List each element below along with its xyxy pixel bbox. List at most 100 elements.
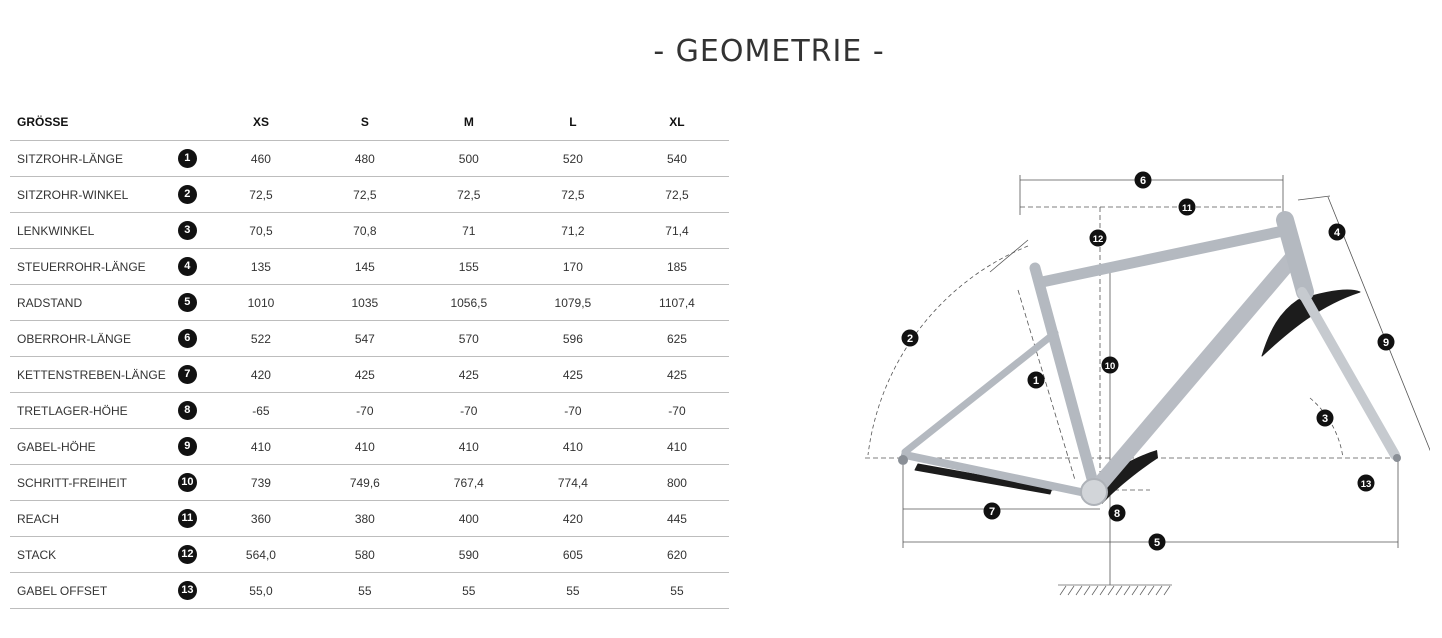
- value-cell: -70: [624, 392, 729, 429]
- downtube-guard: [1100, 450, 1158, 504]
- marker-label: 1: [1033, 375, 1039, 387]
- value-cell: 72,5: [209, 176, 313, 213]
- row-number-badge: 3: [177, 221, 197, 240]
- dimension-marker-1: 1: [1027, 371, 1045, 389]
- row-number-cell: 11: [165, 500, 209, 537]
- marker-circle: [1101, 356, 1119, 374]
- value-cell: 620: [624, 536, 729, 573]
- dimension-marker-6: 6: [1134, 171, 1152, 189]
- dim-tick-seat: [989, 239, 1029, 273]
- row-number-badge: 5: [177, 293, 197, 312]
- value-cell: 1056,5: [416, 284, 521, 321]
- dim-line-seat-tube: [1017, 289, 1076, 481]
- value-cell: 410: [624, 428, 729, 465]
- value-cell: 72,5: [520, 176, 625, 213]
- chain-stay: [901, 451, 1099, 499]
- marker-circle: [1377, 333, 1395, 351]
- row-label: OBERROHR-LÄNGE: [10, 320, 166, 357]
- value-cell: 135: [209, 248, 313, 285]
- marker-circle: [1316, 409, 1334, 427]
- dimension-marker-2: 2: [901, 329, 919, 347]
- row-number-cell: 2: [165, 176, 209, 213]
- value-cell: 55: [520, 572, 625, 609]
- row-label: GABEL OFFSET: [10, 572, 166, 609]
- row-label: STACK: [10, 536, 166, 573]
- marker-circle: [1089, 229, 1107, 247]
- marker-label: 3: [1322, 413, 1328, 425]
- size-header-xl: XL: [624, 104, 729, 141]
- value-cell: 564,0: [209, 536, 313, 573]
- dim-line-fork-height: [1327, 196, 1430, 452]
- value-cell: 420: [209, 356, 313, 393]
- front-dropout: [1393, 454, 1401, 462]
- value-cell: 420: [520, 500, 625, 537]
- row-number-cell: 4: [165, 248, 209, 285]
- head-tube: [1276, 211, 1314, 301]
- row-label: STEUERROHR-LÄNGE: [10, 248, 166, 285]
- row-number-cell: 9: [165, 428, 209, 465]
- value-cell: 596: [520, 320, 625, 357]
- marker-circle: [1148, 533, 1166, 551]
- row-number-badge: 9: [177, 437, 197, 456]
- row-number-badge: 1: [177, 149, 197, 168]
- row-number-badge: 13: [177, 581, 197, 600]
- dim-tick-headtube: [1297, 195, 1331, 201]
- dimension-marker-3: 3: [1316, 409, 1334, 427]
- value-cell: 55: [416, 572, 521, 609]
- marker-circle: [1357, 474, 1375, 492]
- value-cell: 520: [520, 140, 625, 177]
- row-number-badge: 10: [177, 473, 197, 492]
- row-number-cell: 6: [165, 320, 209, 357]
- value-cell: 380: [312, 500, 417, 537]
- dimension-marker-10: 10: [1101, 356, 1119, 374]
- value-cell: 55,0: [209, 572, 313, 609]
- top-tube: [1036, 224, 1294, 288]
- dimension-lines: [865, 175, 1430, 585]
- row-number-cell: 12: [165, 536, 209, 573]
- dimension-marker-9: 9: [1377, 333, 1395, 351]
- row-label: SITZROHR-LÄNGE: [10, 140, 166, 177]
- marker-circle: [901, 329, 919, 347]
- row-number-cell: 13: [165, 572, 209, 609]
- value-cell: 410: [312, 428, 417, 465]
- value-cell: 774,4: [520, 464, 625, 501]
- value-cell: 540: [624, 140, 729, 177]
- row-label: SCHRITT-FREIHEIT: [10, 464, 166, 501]
- value-cell: 580: [312, 536, 417, 573]
- value-cell: 71,2: [520, 212, 625, 249]
- row-number-badge: 8: [177, 401, 197, 420]
- bottom-bracket: [1080, 478, 1108, 506]
- row-number-cell: 7: [165, 356, 209, 393]
- value-cell: 1035: [312, 284, 417, 321]
- row-number-cell: 1: [165, 140, 209, 177]
- row-number-badge: 7: [177, 365, 197, 384]
- seat-tube: [1029, 262, 1101, 496]
- size-header-xs: XS: [209, 104, 313, 141]
- marker-label: 8: [1114, 508, 1120, 520]
- value-cell: 71: [416, 212, 521, 249]
- value-cell: 767,4: [416, 464, 521, 501]
- row-number-badge: 6: [177, 329, 197, 348]
- value-cell: -65: [209, 392, 313, 429]
- value-cell: 522: [209, 320, 313, 357]
- value-cell: 70,8: [312, 212, 417, 249]
- row-label: TRETLAGER-HÖHE: [10, 392, 166, 429]
- value-cell: 425: [416, 356, 521, 393]
- bike-frame: [898, 211, 1401, 506]
- row-label: RADSTAND: [10, 284, 166, 321]
- row-number-cell: 5: [165, 284, 209, 321]
- value-cell: 1010: [209, 284, 313, 321]
- value-cell: -70: [520, 392, 625, 429]
- page-title: - GEOMETRIE -: [653, 34, 885, 70]
- dim-arc-seat-angle: [867, 245, 1029, 456]
- rear-dropout: [898, 455, 908, 465]
- row-number-badge: 4: [177, 257, 197, 276]
- value-cell: 460: [209, 140, 313, 177]
